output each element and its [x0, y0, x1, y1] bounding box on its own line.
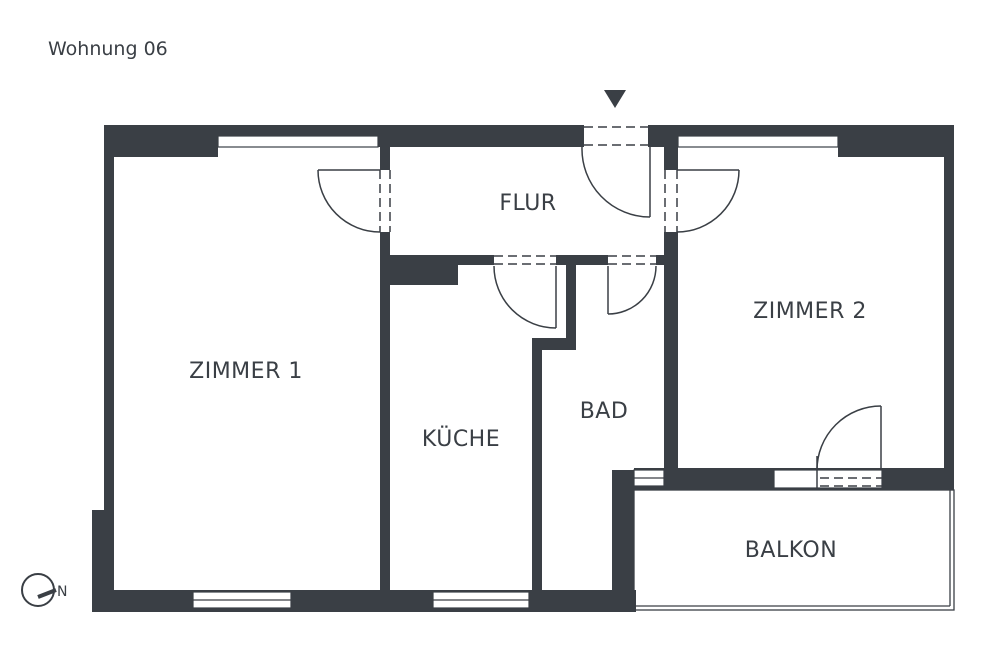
compass-icon — [21, 573, 57, 607]
window-zimmer1-top — [217, 135, 379, 148]
room-label-bad: BAD — [580, 399, 629, 424]
wall-right — [944, 125, 954, 490]
entrance-door — [581, 146, 651, 218]
window-zimmer2-top — [677, 135, 839, 148]
wall-zimmer1-right — [380, 147, 390, 592]
door-zimmer1 — [317, 169, 381, 233]
room-label-flur: FLUR — [499, 191, 556, 216]
wall-left — [104, 125, 114, 612]
compass-label: N — [57, 584, 67, 600]
room-label-zimmer2: ZIMMER 2 — [753, 299, 867, 324]
door-zimmer2 — [676, 169, 740, 233]
wall-bottom — [92, 590, 636, 612]
entrance-arrow-icon — [604, 90, 626, 108]
room-label-kueche: KÜCHE — [422, 426, 500, 452]
room-label-balkon: BALKON — [745, 538, 837, 563]
window-zimmer2-balcony — [773, 469, 883, 489]
door-balkon — [816, 405, 882, 471]
room-label-zimmer1: ZIMMER 1 — [189, 359, 303, 384]
unit-title: Wohnung 06 — [48, 38, 168, 60]
balcony-outline — [633, 489, 955, 611]
wall-kueche-bad — [532, 338, 542, 592]
wall-left-jog — [92, 510, 106, 612]
door-bad — [607, 265, 657, 315]
door-kueche — [493, 265, 557, 329]
